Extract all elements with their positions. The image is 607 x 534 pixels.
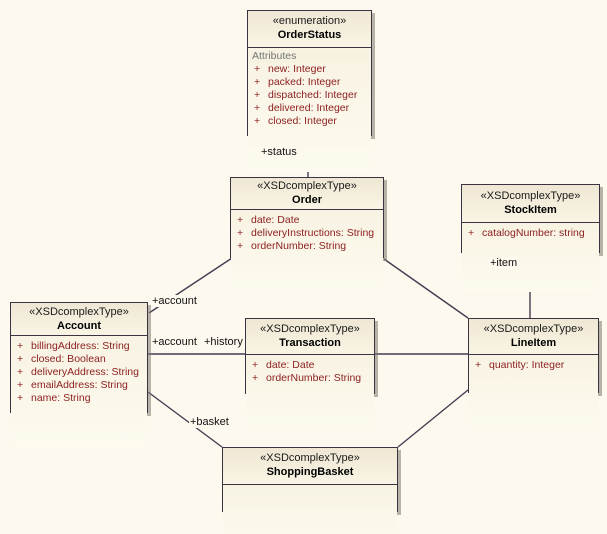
stereotype: «XSDcomplexType» — [257, 180, 357, 192]
attribute-text: quantity: Integer — [489, 359, 565, 371]
attribute-text: dispatched: Integer — [268, 89, 358, 101]
class-box-order[interactable]: «XSDcomplexType» Order + date: Date + de… — [230, 177, 384, 291]
connector-account-shoppingbasket[interactable] — [147, 391, 223, 448]
attribute-row: + delivered: Integer — [248, 102, 371, 115]
class-name: Transaction — [279, 337, 341, 349]
attributes-section-label: Attributes — [250, 50, 369, 63]
class-header: «XSDcomplexType» ShoppingBasket — [223, 448, 397, 485]
class-box-account[interactable]: «XSDcomplexType» Account + billingAddres… — [10, 302, 148, 447]
attribute-row: + deliveryAddress: String — [11, 366, 147, 379]
attributes-compartment: + billingAddress: String + closed: Boole… — [11, 336, 147, 447]
attribute-text: emailAddress: String — [31, 379, 128, 391]
class-header: «XSDcomplexType» Account — [11, 303, 147, 336]
role-label-account-upper[interactable]: +account — [151, 295, 198, 307]
attribute-text: closed: Integer — [268, 115, 337, 127]
attribute-row: + deliveryInstructions: String — [231, 227, 383, 240]
visibility-icon: + — [254, 102, 261, 114]
class-header: «enumeration» OrderStatus — [248, 11, 371, 48]
attribute-text: name: String — [31, 392, 91, 404]
attribute-row: + closed: Boolean — [11, 353, 147, 366]
visibility-icon: + — [17, 366, 24, 378]
attribute-row: + dispatched: Integer — [248, 89, 371, 102]
attribute-text: date: Date — [251, 214, 300, 226]
role-label-status[interactable]: +status — [260, 146, 298, 158]
class-name: StockItem — [504, 204, 557, 216]
role-label-item[interactable]: +item — [489, 257, 519, 269]
class-name: Order — [292, 194, 322, 206]
class-box-orderstatus[interactable]: «enumeration» OrderStatus Attributes + n… — [247, 10, 372, 172]
attributes-compartment: + catalogNumber: string — [462, 223, 599, 292]
attributes-compartment: + date: Date + deliveryInstructions: Str… — [231, 210, 383, 291]
attribute-text: orderNumber: String — [251, 240, 347, 252]
visibility-icon: + — [254, 89, 261, 101]
visibility-icon: + — [17, 353, 24, 365]
class-name: LineItem — [510, 337, 557, 349]
attribute-row: + orderNumber: String — [231, 240, 383, 253]
role-label-basket[interactable]: +basket — [189, 416, 230, 428]
class-box-transaction[interactable]: «XSDcomplexType» Transaction + date: Dat… — [245, 318, 375, 431]
visibility-icon: + — [237, 240, 244, 252]
class-name: Account — [57, 320, 101, 332]
attribute-text: deliveryAddress: String — [31, 366, 139, 378]
visibility-icon: + — [468, 227, 475, 239]
class-box-stockitem[interactable]: «XSDcomplexType» StockItem + catalogNumb… — [461, 184, 600, 292]
visibility-icon: + — [237, 227, 244, 239]
attributes-compartment — [223, 485, 397, 534]
attribute-row: + emailAddress: String — [11, 379, 147, 392]
stereotype: «XSDcomplexType» — [260, 452, 360, 464]
connector-lineitem-shoppingbasket[interactable] — [397, 389, 469, 448]
attribute-row: + quantity: Integer — [469, 357, 598, 372]
attribute-row: + packed: Integer — [248, 76, 371, 89]
visibility-icon: + — [254, 115, 261, 127]
class-header: «XSDcomplexType» StockItem — [462, 185, 599, 223]
class-box-shoppingbasket[interactable]: «XSDcomplexType» ShoppingBasket — [222, 447, 398, 534]
attribute-row: + closed: Integer — [248, 115, 371, 128]
stereotype: «XSDcomplexType» — [260, 323, 360, 335]
stereotype: «XSDcomplexType» — [29, 306, 129, 318]
visibility-icon: + — [475, 359, 482, 371]
attribute-row: + date: Date — [231, 212, 383, 227]
visibility-icon: + — [252, 359, 259, 371]
attribute-text: delivered: Integer — [268, 102, 350, 114]
attribute-row: + name: String — [11, 392, 147, 405]
visibility-icon: + — [254, 76, 261, 88]
visibility-icon: + — [252, 372, 259, 384]
visibility-icon: + — [17, 340, 24, 352]
attributes-compartment: + quantity: Integer — [469, 355, 598, 430]
class-box-lineitem[interactable]: «XSDcomplexType» LineItem + quantity: In… — [468, 318, 599, 430]
attribute-text: orderNumber: String — [266, 372, 362, 384]
attribute-text: date: Date — [266, 359, 315, 371]
visibility-icon: + — [17, 379, 24, 391]
connector-order-lineitem[interactable] — [383, 258, 469, 319]
class-name: OrderStatus — [277, 29, 342, 41]
class-header: «XSDcomplexType» Transaction — [246, 319, 374, 355]
role-label-history[interactable]: +history — [203, 336, 244, 348]
attribute-text: deliveryInstructions: String — [251, 227, 375, 239]
attribute-row: + billingAddress: String — [11, 338, 147, 353]
visibility-icon: + — [254, 63, 261, 75]
class-header: «XSDcomplexType» LineItem — [469, 319, 598, 355]
stereotype: «XSDcomplexType» — [483, 323, 584, 335]
attribute-text: packed: Integer — [268, 76, 341, 88]
role-label-account-lower[interactable]: +account — [151, 336, 198, 348]
class-name: ShoppingBasket — [266, 466, 354, 478]
visibility-icon: + — [237, 214, 244, 226]
attribute-row: + catalogNumber: string — [462, 225, 599, 240]
class-header: «XSDcomplexType» Order — [231, 178, 383, 210]
stereotype: «XSDcomplexType» — [480, 190, 581, 202]
visibility-icon: + — [17, 392, 24, 404]
attribute-row: + orderNumber: String — [246, 372, 374, 385]
attribute-text: closed: Boolean — [31, 353, 106, 365]
attribute-text: new: Integer — [268, 63, 326, 75]
attribute-row: + date: Date — [246, 357, 374, 372]
attributes-compartment: + date: Date + orderNumber: String — [246, 355, 374, 431]
attribute-text: billingAddress: String — [31, 340, 130, 352]
attribute-row: + new: Integer — [248, 63, 371, 76]
attribute-text: catalogNumber: string — [482, 227, 585, 239]
stereotype: «enumeration» — [272, 15, 347, 27]
